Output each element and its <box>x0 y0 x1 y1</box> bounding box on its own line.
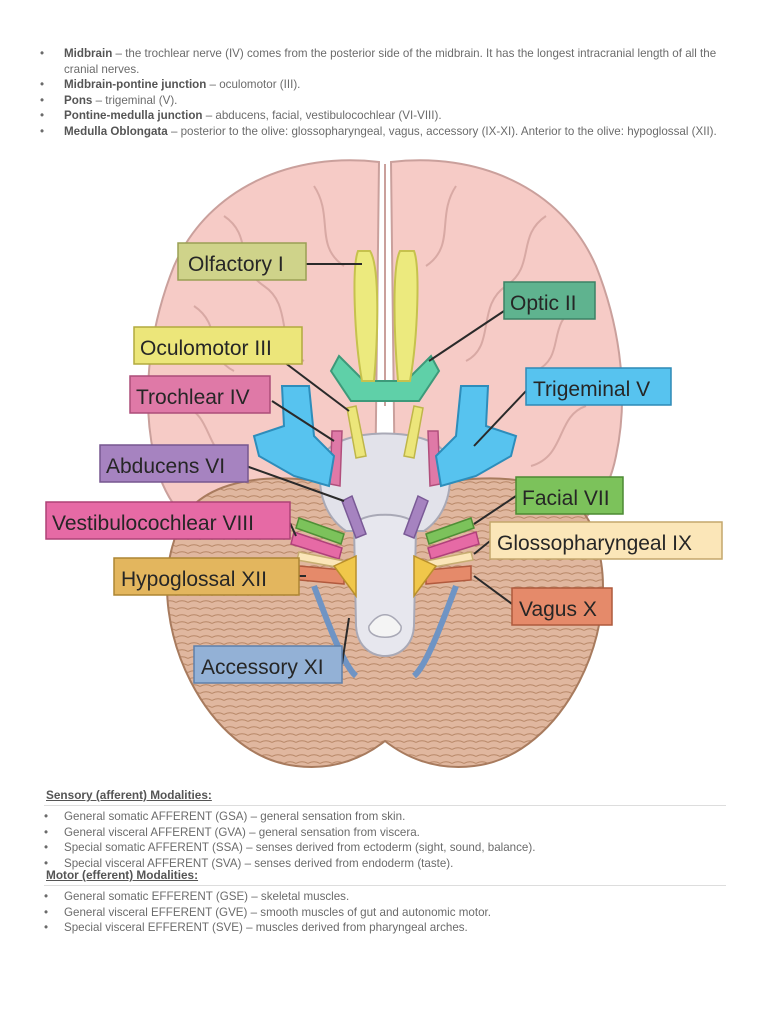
label-vagus: Vagus X <box>511 587 613 626</box>
intro-bullet-list: Midbrain – the trochlear nerve (IV) come… <box>40 46 730 139</box>
olfactory-bulb-left <box>353 250 379 382</box>
bullet-midbrain-pontine: Midbrain-pontine junction – oculomotor (… <box>40 77 730 93</box>
label-abducens: Abducens VI <box>99 444 249 483</box>
sensory-modalities-section: Sensory (afferent) Modalities: General s… <box>44 788 726 871</box>
abducens-nerve-right <box>403 494 429 539</box>
label-hypoglossal-text: Hypoglossal XII <box>121 568 267 591</box>
label-optic: Optic II <box>503 281 596 320</box>
label-olfactory: Olfactory I <box>177 242 307 281</box>
label-trigeminal: Trigeminal V <box>525 367 672 406</box>
label-hypoglossal: Hypoglossal XII <box>113 557 300 596</box>
list-item: General somatic EFFERENT (GSE) – skeleta… <box>44 889 726 905</box>
olfactory-bulb-right <box>393 250 419 382</box>
vagus-nerve-right <box>425 565 472 585</box>
label-glossopharyngeal: Glossopharyngeal IX <box>489 521 723 560</box>
accessory-nerve-left <box>311 584 359 679</box>
sensory-list: General somatic AFFERENT (GSA) – general… <box>44 809 726 871</box>
motor-heading: Motor (efferent) Modalities: <box>44 868 726 886</box>
label-vestibulocochlear: Vestibulocochlear VIII <box>45 501 291 540</box>
optic-chiasm <box>329 354 441 402</box>
motor-modalities-section: Motor (efferent) Modalities: General som… <box>44 868 726 936</box>
abducens-nerve-left <box>341 494 367 539</box>
label-accessory-text: Accessory XI <box>201 656 324 679</box>
bullet-medulla: Medulla Oblongata – posterior to the oli… <box>40 124 730 140</box>
label-optic-text: Optic II <box>510 292 577 315</box>
bullet-pontine-medulla: Pontine-medulla junction – abducens, fac… <box>40 108 730 124</box>
bullet-pons: Pons – trigeminal (V). <box>40 93 730 109</box>
label-trigeminal-text: Trigeminal V <box>533 378 650 401</box>
label-olfactory-text: Olfactory I <box>188 253 284 276</box>
sensory-heading: Sensory (afferent) Modalities: <box>44 788 726 806</box>
cranial-nerves-diagram: Olfactory I Optic II Oculomotor III Troc… <box>44 156 726 788</box>
list-item: General somatic AFFERENT (GSA) – general… <box>44 809 726 825</box>
oculomotor-nerve-right <box>403 405 424 459</box>
oculomotor-nerve-left <box>346 405 367 459</box>
brain-base-illustration: Olfactory I Optic II Oculomotor III Troc… <box>45 159 723 768</box>
list-item: General visceral EFFERENT (GVE) – smooth… <box>44 905 726 921</box>
label-vestibulocochlear-text: Vestibulocochlear VIII <box>52 512 254 535</box>
label-trochlear: Trochlear IV <box>129 375 271 414</box>
hypoglossal-rootlets-left <box>332 554 357 599</box>
label-vagus-text: Vagus X <box>519 598 597 621</box>
accessory-nerve-right <box>411 584 459 679</box>
facial-nerve-right <box>425 517 475 545</box>
label-facial-text: Facial VII <box>522 487 610 510</box>
label-abducens-text: Abducens VI <box>106 455 225 478</box>
label-glossopharyngeal-text: Glossopharyngeal IX <box>497 532 692 555</box>
vestibulocochlear-nerve-left <box>290 531 343 560</box>
label-trochlear-text: Trochlear IV <box>136 386 250 409</box>
trigeminal-nerve-right <box>434 385 518 488</box>
label-oculomotor: Oculomotor III <box>133 326 303 365</box>
hypoglossal-rootlets-right <box>413 554 438 599</box>
list-item: Special somatic AFFERENT (SSA) – senses … <box>44 840 726 856</box>
facial-nerve-left <box>295 517 345 545</box>
label-accessory: Accessory XI <box>193 645 343 684</box>
motor-list: General somatic EFFERENT (GSE) – skeleta… <box>44 889 726 936</box>
label-oculomotor-text: Oculomotor III <box>140 337 272 360</box>
trigeminal-nerve-left <box>252 385 336 488</box>
leader-lines <box>245 263 527 665</box>
list-item: Special visceral AFFERENT (SVA) – senses… <box>44 856 726 872</box>
bullet-midbrain: Midbrain – the trochlear nerve (IV) come… <box>40 46 730 77</box>
vestibulocochlear-nerve-right <box>427 531 480 560</box>
medulla <box>352 513 418 657</box>
list-item: General visceral AFFERENT (GVA) – genera… <box>44 825 726 841</box>
label-facial: Facial VII <box>515 476 624 515</box>
list-item: Special visceral EFFERENT (SVE) – muscle… <box>44 920 726 936</box>
